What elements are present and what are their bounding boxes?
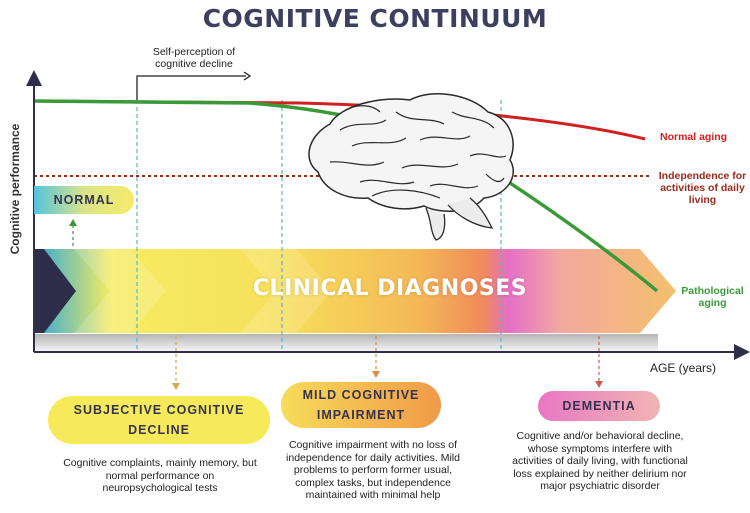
normal-aging-label: Normal aging xyxy=(660,131,728,143)
dementia-description: Cognitive and/or behavioral decline, who… xyxy=(512,430,688,492)
clinical-diagnoses-band xyxy=(34,249,676,333)
band-dark-start xyxy=(34,249,76,333)
subjective-decline-pill: SUBJECTIVE COGNITIVE DECLINE xyxy=(48,396,270,444)
page-title: COGNITIVE CONTINUUM xyxy=(202,4,548,33)
x-axis-label: AGE (years) xyxy=(650,361,717,375)
mci-pill: MILD COGNITIVE IMPAIRMENT xyxy=(281,382,441,428)
pathological-aging-label: Pathological aging xyxy=(681,285,744,309)
band-chevron xyxy=(240,249,332,333)
subjective-decline-description: Cognitive complaints, mainly memory, but… xyxy=(63,457,257,494)
brain-icon xyxy=(308,93,515,241)
y-axis-label: Cognitive performance xyxy=(8,123,22,255)
mci-description: Cognitive impairment with no loss of ind… xyxy=(286,439,460,501)
independence-label: Independence for activities of daily liv… xyxy=(658,170,747,206)
clinical-diagnoses-label: CLINICAL DIAGNOSES xyxy=(252,276,528,301)
self-perception-label: Self-perception of cognitive decline xyxy=(152,46,236,70)
band-chevron xyxy=(74,249,166,333)
normal-stage-pill: NORMAL xyxy=(34,186,134,214)
self-perception-pointer xyxy=(136,75,246,100)
dementia-pill: DEMENTIA xyxy=(538,391,660,421)
band-shadow xyxy=(34,334,658,354)
